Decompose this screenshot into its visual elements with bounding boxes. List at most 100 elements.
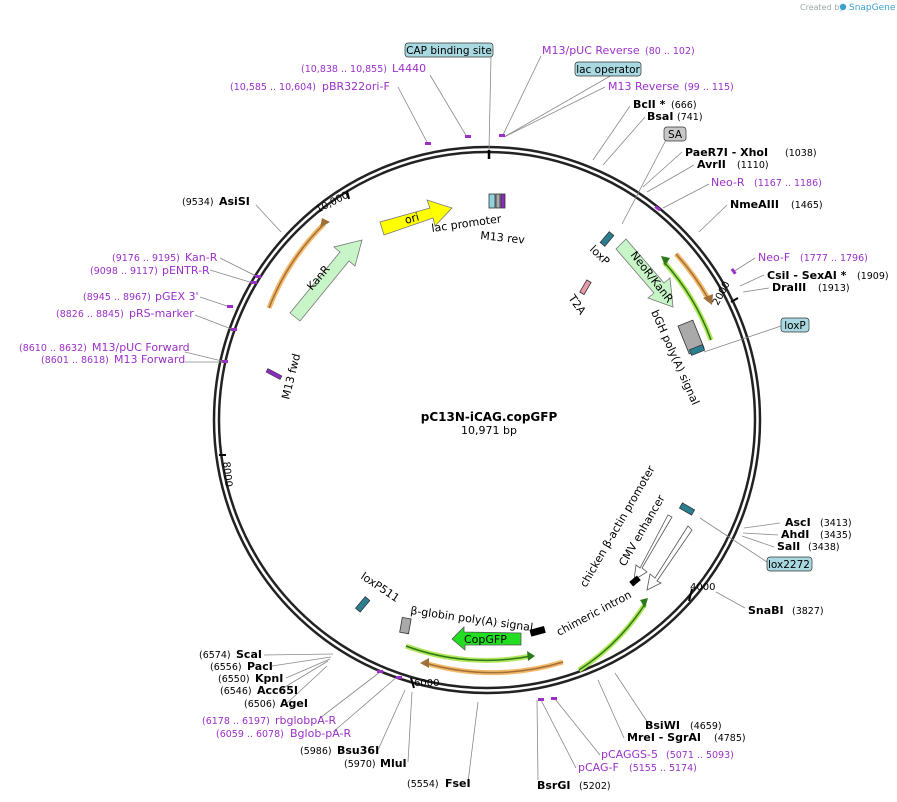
primer-pentr-r-pos: (9098 .. 9117)	[90, 266, 158, 277]
enzyme-sali: SalI	[777, 540, 800, 553]
enzyme-agei: AgeI	[280, 697, 308, 710]
backbone-inner	[217, 150, 757, 690]
primer-prs-marker-pos: (8826 .. 8845)	[56, 309, 124, 320]
enzyme-asisi-pos: (9534)	[182, 197, 214, 208]
tick-10000-mark	[346, 190, 350, 200]
loxp511-block	[354, 596, 371, 613]
cba-promoter-arrow	[633, 514, 673, 581]
primer-prs-marker: pRS-marker	[129, 307, 194, 320]
enzyme-bsiwi-pos: (4659)	[690, 721, 722, 732]
neor-green-arc-line	[663, 261, 712, 341]
primer-neo-r-pos: (1167 .. 1186)	[754, 178, 822, 189]
feature-bglobin-label: β-globin poly(A) signal	[410, 604, 534, 634]
feature-copgfp-label: CopGFP	[464, 633, 507, 646]
copgfp-green-arrowhead	[527, 651, 535, 661]
credit: Created by SnapGene	[800, 3, 896, 13]
feature-loxp-label: loxP	[587, 243, 613, 268]
enzyme-fsei-pos: (5554)	[407, 779, 439, 790]
enzyme-bsiwi: BsiWI	[645, 719, 680, 732]
tick-6000-mark	[410, 677, 415, 689]
feature-box-sa-label: SA	[668, 129, 683, 141]
m13-fwd-block	[265, 368, 283, 380]
tick-4000: 4000	[690, 582, 715, 593]
leader-lines	[184, 55, 785, 783]
intron-block	[529, 626, 546, 637]
enzyme-mlui: MluI	[380, 757, 407, 770]
primer-neo-f-pos: (1777 .. 1796)	[800, 253, 868, 264]
enzyme-paci: PacI	[247, 660, 273, 673]
enzyme-bsrgi: BsrGI	[537, 779, 570, 792]
copgfp-green-arc-line	[405, 645, 532, 662]
primer-rbglobpa-r-pos: (6178 .. 6197)	[202, 716, 270, 727]
kanr-orange-arrowhead	[320, 218, 330, 228]
tick-8000: 8000	[220, 461, 234, 487]
enzyme-csii-sexai: CsiI - SexAI *	[767, 269, 847, 282]
enzyme-mrei-sgrai: MreI - SgrAI	[627, 731, 701, 744]
enzyme-fsei: FseI	[445, 777, 471, 790]
bglobin-polya-block	[399, 616, 412, 635]
feature-box-sa: SA	[663, 126, 687, 142]
snapgene-logo-icon	[839, 3, 847, 11]
primer-pentr-r: pENTR-R	[162, 264, 210, 277]
enzyme-ahdi-pos: (3435)	[820, 530, 852, 541]
primer-m13puc-rev-pos: (80 .. 102)	[645, 46, 695, 57]
primer-l4440-pos: (10,838 .. 10,855)	[301, 64, 387, 75]
primer-pgex3-pos: (8945 .. 8967)	[83, 292, 151, 303]
primer-neo-f: Neo-F	[758, 251, 790, 264]
primer-neo-r: Neo-R	[711, 176, 745, 189]
enzyme-draiii: DraIII	[772, 281, 806, 294]
enzyme-agei-pos: (6506)	[244, 699, 276, 710]
copgfp-orange-arrowhead	[420, 658, 429, 668]
feature-box-cap: CAP binding site	[404, 42, 494, 58]
enzyme-bcli-pos: (666)	[671, 100, 697, 111]
feature-box-cap-label: CAP binding site	[406, 45, 492, 57]
backbone-outer	[212, 145, 762, 695]
feature-m13-rev-label: M13 rev	[480, 229, 526, 247]
primer-bglob-pa-r-pos: (6059 .. 6078)	[216, 729, 284, 740]
enzyme-asci-pos: (3413)	[820, 518, 852, 529]
enzyme-avrii: AvrII	[697, 158, 726, 171]
primer-rbglobpa-r: rbglobpA-R	[275, 714, 336, 727]
snapgene-logo-text: SnapGene	[849, 3, 896, 13]
enzyme-csii-sexai-pos: (1909)	[857, 271, 889, 282]
primer-pcaggs5-pos: (5071 .. 5093)	[666, 750, 734, 761]
enzyme-paci-pos: (6556)	[210, 662, 242, 673]
loxp-marker	[599, 231, 615, 247]
enzyme-scai-pos: (6574)	[199, 650, 231, 661]
feature-kanr: KanR	[289, 239, 363, 322]
enzyme-asisi: AsiSI	[219, 195, 250, 208]
enzyme-bsu36i: Bsu36I	[337, 744, 379, 757]
enzyme-mlui-pos: (5970)	[344, 759, 376, 770]
enzyme-sali-pos: (3438)	[808, 542, 840, 553]
enzyme-avrii-pos: (1110)	[737, 160, 769, 171]
enzyme-bsrgi-pos: (5202)	[579, 781, 611, 792]
enzyme-labels: BclI * (666) BsaI (741) PaeR7I - XhoI (1…	[182, 98, 889, 792]
feature-m13-fwd-label: M13 fwd	[279, 352, 303, 400]
copgfp-orange-arc-line	[424, 661, 564, 674]
tick-4000-mark	[688, 588, 693, 602]
loxp-block-right	[688, 344, 706, 356]
primer-m13-rev: M13 Reverse	[608, 80, 679, 93]
primer-labels: M13/pUC Reverse (80 .. 102) M13 Reverse …	[19, 44, 868, 774]
feature-box-lac-operator: lac operator	[574, 61, 642, 77]
primer-kan-r: Kan-R	[185, 251, 218, 264]
enzyme-acc65i-pos: (6546)	[220, 686, 252, 697]
lac-promoter-block	[488, 193, 496, 209]
plasmid-name: pC13N-iCAG.copGFP	[421, 410, 558, 424]
enzyme-ahdi: AhdI	[781, 528, 809, 541]
enzyme-kpni-pos: (6550)	[218, 674, 250, 685]
cmv-enhancer-arrow	[646, 525, 693, 591]
lox2272-block	[678, 502, 696, 516]
credit-text: Created by	[800, 3, 844, 12]
primer-bglob-pa-r: Bglob-pA-R	[290, 727, 352, 740]
feature-neor-kanr: NeoR/KanR	[615, 238, 676, 308]
enzyme-snabi-pos: (3827)	[792, 606, 824, 617]
feature-copgfp: CopGFP	[451, 626, 522, 651]
primer-pcag-f: pCAG-F	[578, 761, 619, 774]
enzyme-scai: ScaI	[236, 648, 262, 661]
enzyme-nmeaiii: NmeAIII	[730, 198, 779, 211]
primer-pbr322ori-f: pBR322ori-F	[322, 80, 390, 93]
tick-2000-mark	[730, 297, 739, 303]
feature-t2a-label: T2A	[565, 291, 589, 317]
